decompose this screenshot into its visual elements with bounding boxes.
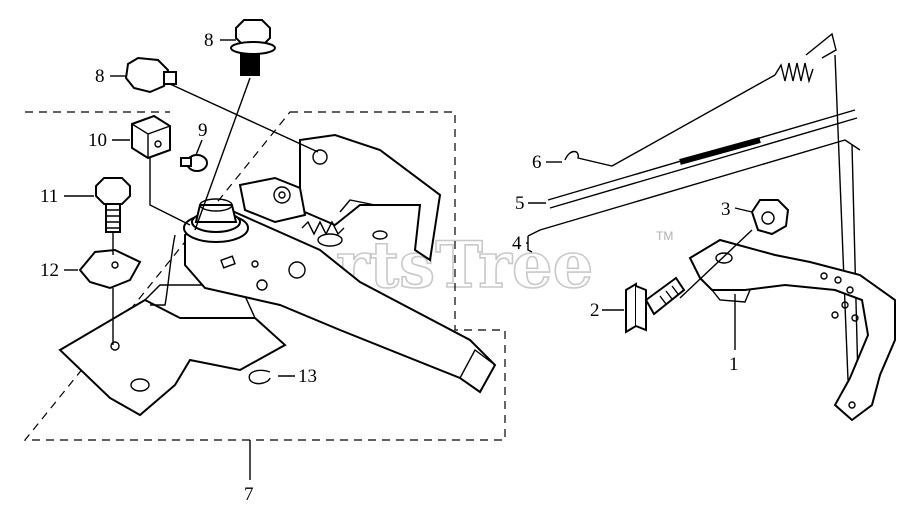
watermark-tm: TM: [656, 229, 673, 243]
callout-12[interactable]: 12: [40, 260, 59, 281]
base-plate: [58, 298, 287, 417]
callout-5[interactable]: 5: [515, 193, 525, 214]
callout-2[interactable]: 2: [590, 300, 600, 321]
clip-part: [78, 248, 142, 290]
square-nut-part: [131, 114, 171, 160]
assembly-boundary: [23, 111, 506, 441]
lock-nut-part: [750, 199, 790, 236]
upper-bracket: [299, 133, 442, 262]
hex-bolt-part: [124, 56, 177, 94]
callout-9[interactable]: 9: [198, 120, 208, 141]
flange-bolt-part: [230, 19, 276, 76]
callout-1[interactable]: 1: [729, 354, 739, 375]
callout-13[interactable]: 13: [298, 366, 317, 387]
control-bracket-assembly: [58, 114, 497, 417]
governor-lever: [688, 238, 896, 422]
leader-lines: [64, 39, 753, 480]
bolt-part: [95, 177, 131, 233]
callout-4[interactable]: 4: [512, 233, 522, 254]
spring-wire: [564, 74, 776, 167]
callout-8-left[interactable]: 8: [95, 66, 105, 87]
e-clip-part: [248, 369, 271, 385]
governor-lever-assembly: [527, 32, 896, 422]
callout-3[interactable]: 3: [721, 199, 731, 220]
callout-8-top[interactable]: 8: [204, 30, 214, 51]
callout-10[interactable]: 10: [88, 130, 107, 151]
screw-part: [180, 154, 208, 172]
callout-11[interactable]: 11: [40, 186, 58, 207]
callout-7[interactable]: 7: [244, 484, 254, 505]
control-lever-plate: [184, 208, 497, 394]
callout-6[interactable]: 6: [532, 152, 542, 173]
carriage-bolt-part: [625, 276, 686, 334]
